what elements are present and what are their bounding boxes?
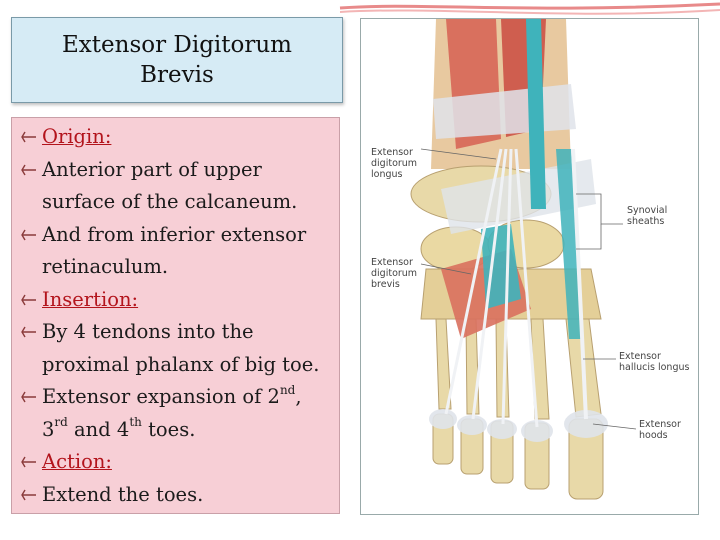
origin-item-1-text: Anterior part of upper — [42, 157, 262, 181]
origin-item-2-cont-text: retinaculum. — [42, 255, 169, 278]
foot-illustration — [410, 19, 637, 500]
insertion-item-2-text-b: , — [295, 385, 302, 408]
bullet-icon — [19, 316, 39, 348]
action-heading-line: Action: — [16, 446, 333, 479]
bullet-icon — [19, 284, 39, 316]
superscript-th: th — [129, 415, 142, 429]
origin-item-1-cont-text: surface of the calcaneum. — [42, 190, 298, 213]
action-heading: Action: — [42, 450, 112, 473]
insertion-heading: Insertion: — [42, 287, 139, 311]
insertion-item-2-cont-b: and 4 — [67, 417, 130, 441]
superscript-nd: nd — [279, 382, 296, 397]
slide-title-box: Extensor Digitorum Brevis — [11, 17, 343, 103]
origin-heading-line: Origin: — [16, 121, 333, 154]
insertion-item-2-cont-a: 3 — [42, 417, 55, 441]
slide-title: Extensor Digitorum Brevis — [62, 32, 292, 88]
action-item-1: Extend the toes. — [16, 479, 333, 512]
insertion-item-2-cont: 3rd and 4th toes. — [16, 414, 333, 447]
origin-item-2-text: And from inferior extensor — [42, 222, 307, 246]
bullet-icon — [19, 219, 39, 251]
bullet-icon — [19, 381, 39, 413]
origin-item-1-cont: surface of the calcaneum. — [16, 186, 333, 219]
insertion-item-1: By 4 tendons into the — [16, 316, 333, 349]
bullet-icon — [19, 154, 39, 186]
origin-item-2: And from inferior extensor — [16, 219, 333, 252]
origin-heading: Origin: — [42, 125, 112, 148]
insertion-item-1-cont: proximal phalanx of big toe. — [16, 349, 333, 382]
insertion-item-2-text-a: Extensor expansion of 2 — [42, 385, 280, 408]
insertion-item-2: Extensor expansion of 2nd, — [16, 381, 333, 414]
insertion-item-1-text: By 4 tendons into the — [42, 320, 254, 343]
insertion-heading-line: Insertion: — [16, 284, 333, 317]
insertion-item-1-cont-text: proximal phalanx of big toe. — [42, 352, 320, 376]
action-item-1-text: Extend the toes. — [42, 482, 204, 506]
origin-item-1: Anterior part of upper — [16, 154, 333, 187]
bullet-icon — [19, 446, 39, 478]
bullet-icon — [19, 479, 39, 511]
superscript-rd: rd — [54, 415, 68, 429]
insertion-item-2-cont-c: toes. — [141, 417, 196, 441]
bullet-icon — [19, 121, 39, 153]
content-panel: Origin: Anterior part of upper surface o… — [11, 117, 340, 514]
origin-item-2-cont: retinaculum. — [16, 251, 333, 284]
